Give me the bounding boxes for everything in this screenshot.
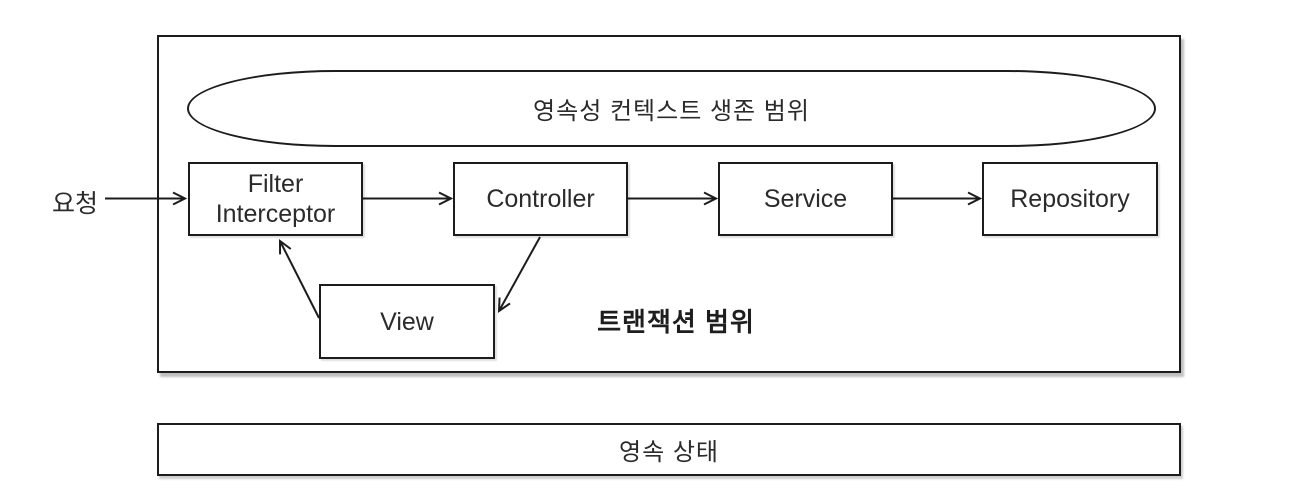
persistent-state-label: 영속 상태: [619, 439, 719, 466]
service-label: Service: [763, 185, 848, 213]
node-controller: Controller: [453, 162, 628, 236]
node-service: Service: [718, 162, 893, 236]
persistence-context-scope-shape: 영속성 컨텍스트 생존 범위: [187, 70, 1156, 147]
persistence-context-scope-label: 영속성 컨텍스트 생존 범위: [533, 98, 810, 125]
filter-label-line2: Interceptor: [215, 200, 336, 228]
filter-label-line1: Filter: [247, 170, 304, 198]
view-label: View: [380, 307, 434, 336]
node-filter-interceptor: Filter Interceptor: [188, 162, 363, 236]
persistent-state-box: 영속 상태: [157, 423, 1181, 476]
repository-label: Repository: [1010, 185, 1130, 213]
node-repository: Repository: [982, 162, 1158, 236]
controller-label: Controller: [486, 185, 595, 213]
transaction-scope-label: 트랜잭션 범위: [597, 307, 755, 337]
request-label: 요청: [51, 190, 98, 218]
node-view: View: [319, 284, 495, 359]
